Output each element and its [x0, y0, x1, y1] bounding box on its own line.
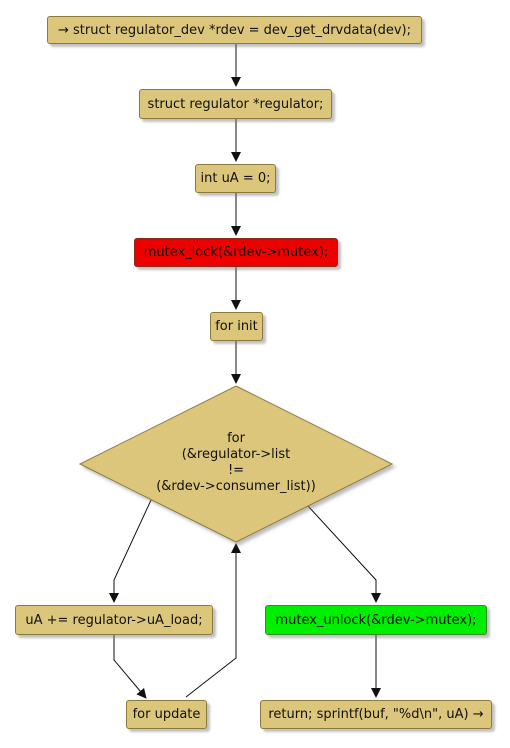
condition-line-1: for [227, 431, 246, 446]
condition-line-3: != [228, 463, 244, 478]
node-for-init: for init [210, 312, 263, 341]
edge-body-to-update [113, 635, 147, 699]
node-decl-ua: int uA = 0; [195, 164, 276, 193]
node-decl-regulator: struct regulator *regulator; [139, 89, 332, 119]
node-loop-body: uA += regulator->uA_load; [15, 605, 213, 635]
node-mutex-unlock: mutex_unlock(&rdev->mutex); [265, 605, 487, 635]
edge-update-to-condition [185, 543, 241, 698]
node-for-update: for update [126, 700, 207, 729]
edge-condition-to-unlock [307, 505, 381, 603]
edge-condition-to-body [109, 497, 153, 603]
node-mutex-lock: mutex_lock(&rdev->mutex); [134, 238, 338, 267]
condition-line-4: (&rdev->consumer_list)) [156, 479, 316, 494]
condition-diamond [78, 385, 394, 543]
node-start: → struct regulator_dev *rdev = dev_get_d… [47, 16, 422, 44]
condition-line-2: (&regulator->list [182, 447, 291, 462]
node-return: return; sprintf(buf, "%d\n", uA) → [260, 700, 492, 729]
